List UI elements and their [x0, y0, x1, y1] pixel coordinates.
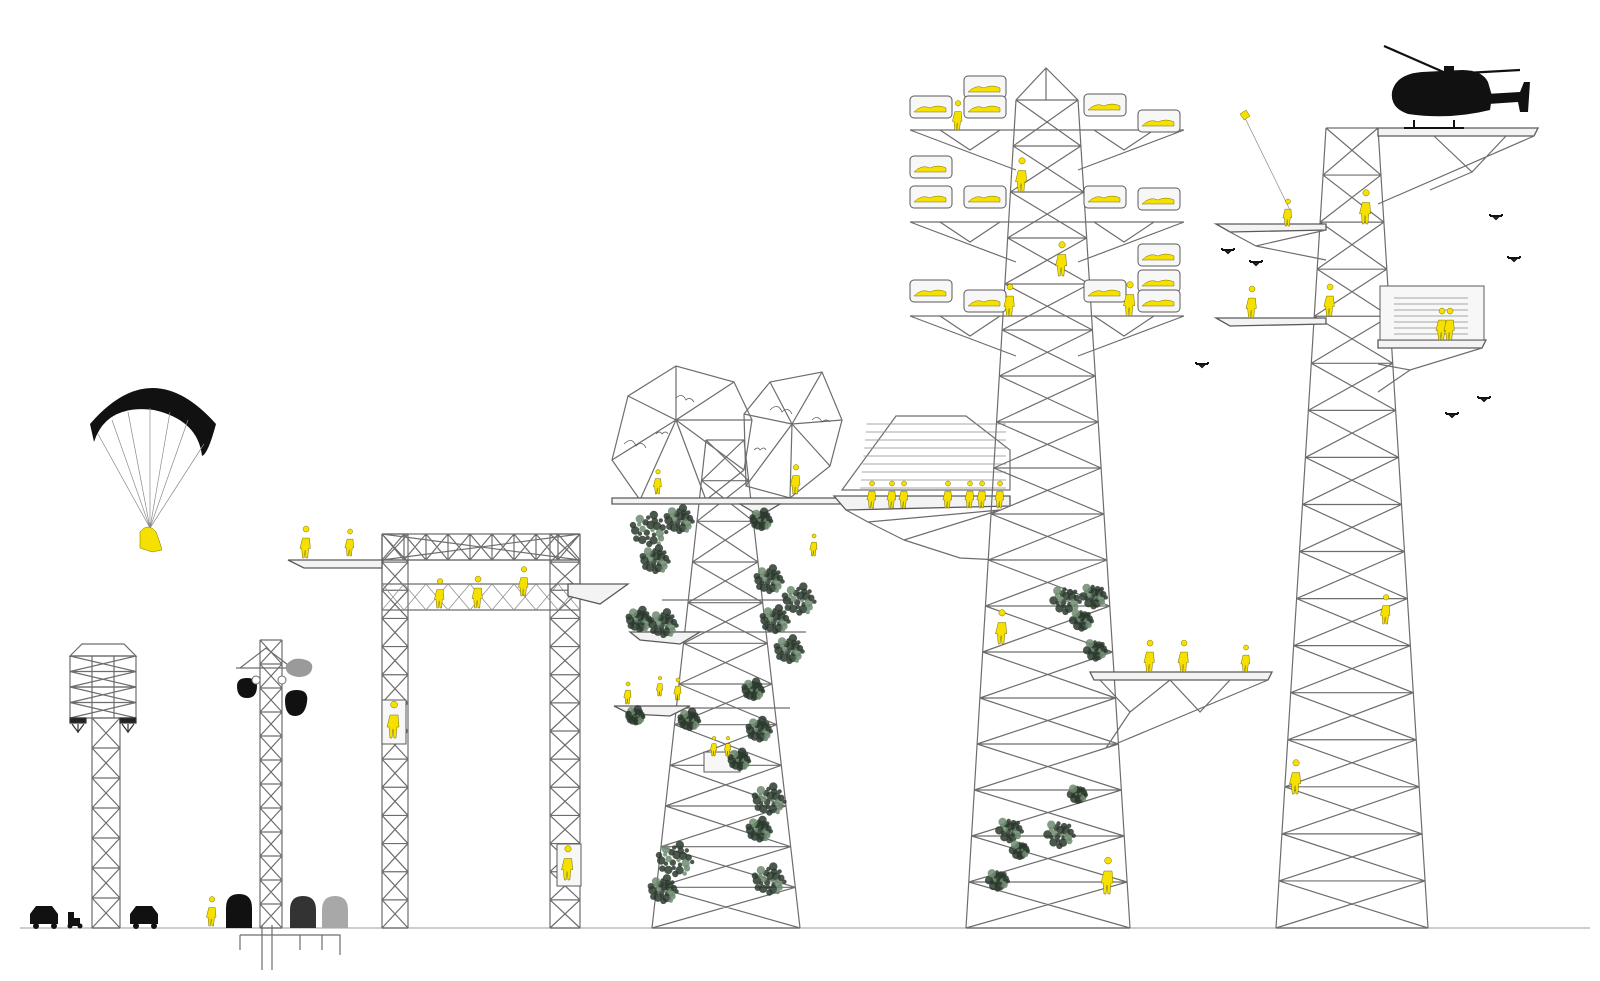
black-bag	[237, 678, 257, 698]
floodlight-tower	[68, 643, 138, 929]
paraglider-icon	[90, 388, 216, 553]
floodlight-lamps	[69, 717, 137, 733]
scooter-icon	[67, 912, 83, 929]
heliport-pylon	[1195, 44, 1540, 929]
utility-pole	[226, 639, 348, 970]
car-icon	[130, 906, 158, 929]
waste-bin	[322, 896, 348, 928]
black-bag	[285, 690, 308, 716]
climbing-vegetation	[625, 504, 817, 905]
car-icon	[30, 906, 58, 929]
cafe-pavilion	[832, 415, 1011, 561]
people-figures	[206, 100, 1455, 927]
bird-icon	[623, 395, 831, 451]
helicopter-icon	[1383, 44, 1530, 129]
climbing-vegetation	[984, 583, 1109, 892]
vegetation-pylon	[611, 365, 843, 929]
grey-bag	[285, 658, 313, 677]
sports-gantry	[287, 533, 631, 929]
waste-bin	[290, 896, 316, 928]
drone-icons	[1195, 214, 1521, 419]
geodesic-canopy	[611, 365, 843, 501]
waste-bin	[226, 894, 252, 928]
housing-pylon	[909, 67, 1274, 929]
